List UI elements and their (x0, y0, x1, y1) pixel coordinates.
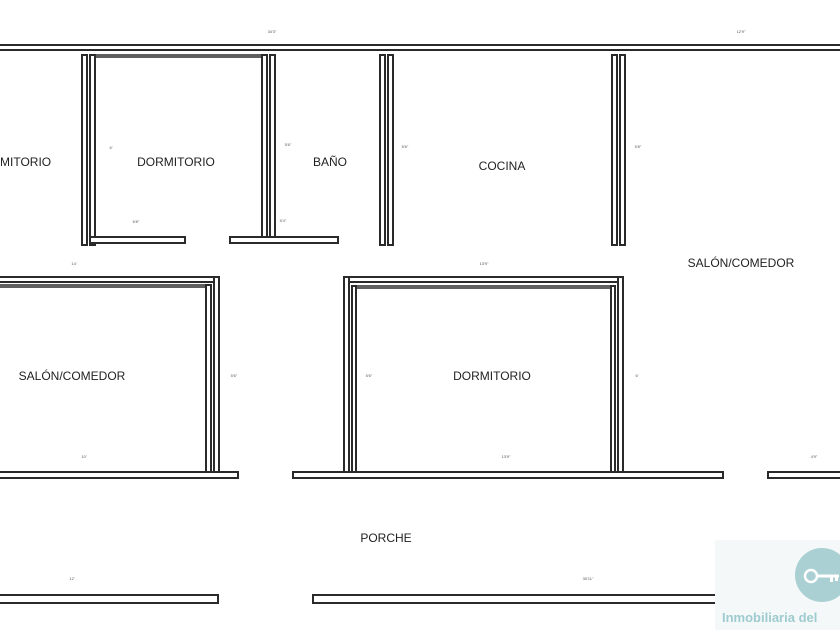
dim-porche-right: 30'11" (583, 576, 594, 581)
dim-salon-r-h: 5'8" (635, 144, 642, 149)
wall-salon-l-bottom (0, 471, 239, 479)
wall-bano-bottom (229, 236, 339, 244)
wall-dorm1-bottom (89, 236, 186, 244)
dim-d2-w: 13'9" (502, 454, 511, 459)
wall-d2-inner-left (351, 285, 357, 475)
watermark-brand-text: Inmobiliaria del (722, 610, 818, 625)
wall-d2-inner-top (351, 285, 615, 289)
wall-dorm1-top (94, 54, 263, 58)
wall-left-dorm-right (81, 54, 88, 246)
wall-dorm1-right (261, 54, 268, 239)
wall-d2-inner-right (610, 285, 616, 475)
wall-d2-outer-right (617, 276, 624, 476)
wall-right-small-bottom (767, 471, 840, 479)
room-label-porche: PORCHE (360, 531, 411, 545)
room-label-bano: BAÑO (313, 155, 347, 169)
room-label-salon-comedor-right: SALÓN/COMEDOR (688, 255, 795, 270)
dim-top-right: 12'9" (737, 29, 746, 34)
room-label-dormitorio-1: DORMITORIO (137, 155, 215, 169)
dim-bano-h: 5'6" (285, 142, 292, 147)
dim-d2-side: 6' (636, 373, 639, 378)
dim-top-left: 34'3" (268, 29, 277, 34)
wall-salon-l-inner-top (0, 284, 208, 288)
dim-cocina-h: 5'6" (402, 144, 409, 149)
wall-bano-left (269, 54, 276, 239)
dim-d1-w: 6'8" (133, 219, 140, 224)
room-label-dormitorio-partial: MITORIO (0, 155, 51, 169)
wall-top (0, 44, 840, 51)
dim-bano-w: 5'4" (280, 218, 287, 223)
dim-porche-left: 12' (69, 576, 74, 581)
wall-bano-right (379, 54, 386, 246)
dim-salon-l-w: 10' (81, 454, 86, 459)
wall-d2-bottom (292, 471, 724, 479)
wall-d2-outer-top (343, 276, 623, 283)
walls (0, 44, 840, 604)
wall-mid-left-top (0, 276, 218, 283)
dim-mid-left: 14' (71, 261, 76, 266)
wall-cocina-left (387, 54, 394, 246)
wall-salon-l-right-outer (213, 276, 220, 474)
wall-d2-outer-left (343, 276, 350, 476)
dim-salon-l-h: 5'6" (231, 373, 238, 378)
room-label-dormitorio-2: DORMITORIO (453, 369, 531, 383)
dimension-labels: 34'3" 12'9" 6' 6'8" 5'6" 5'4" 5'6" 5'8" … (69, 29, 818, 581)
wall-dorm1-left (89, 54, 96, 246)
dim-d2-h: 5'6" (366, 373, 373, 378)
wall-salon-r-left (619, 54, 626, 246)
room-labels: MITORIO DORMITORIO BAÑO COCINA SALÓN/COM… (0, 155, 795, 545)
wall-cocina-right (611, 54, 618, 246)
wall-salon-l-right-inner (205, 284, 212, 474)
room-label-cocina: COCINA (479, 159, 526, 173)
wall-porche-left (0, 594, 219, 604)
key-icon (803, 568, 839, 584)
dim-d1-h: 6' (110, 145, 113, 150)
dim-right-small: 4'9" (811, 454, 818, 459)
room-label-salon-comedor-left: SALÓN/COMEDOR (19, 368, 126, 383)
wall-porche-right (312, 594, 840, 604)
dim-mid-center: 13'9" (480, 261, 489, 266)
